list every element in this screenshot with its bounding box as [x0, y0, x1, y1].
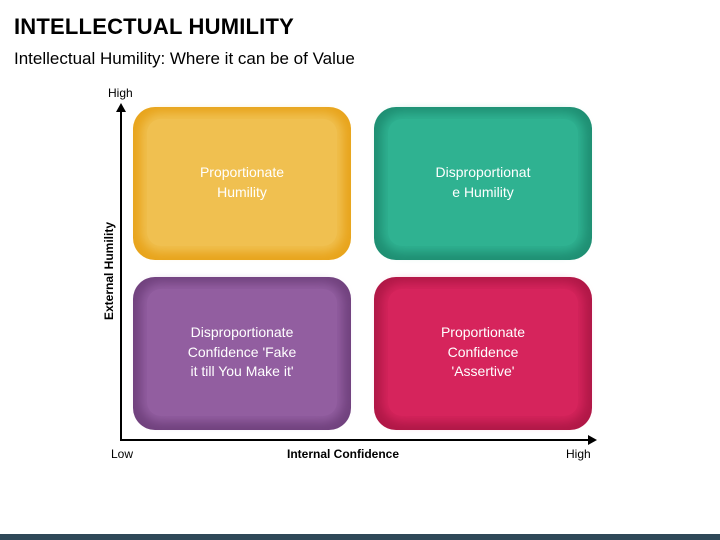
quadrant-label: Proportionate Confidence 'Assertive' — [440, 324, 526, 380]
quadrant-inner-panel: Proportionate Confidence 'Assertive' — [388, 289, 578, 416]
x-axis-arrowhead — [588, 435, 597, 445]
quadrant-label: Disproportionate Confidence 'Fake it til… — [187, 324, 297, 380]
slide-subtitle: Intellectual Humility: Where it can be o… — [14, 49, 355, 68]
quadrant-proportionate-confidence: Proportionate Confidence 'Assertive' — [374, 277, 592, 430]
x-axis-title: Internal Confidence — [287, 447, 400, 461]
quadrant-inner-panel: Proportionate Humility — [147, 119, 337, 246]
y-axis-arrowhead — [116, 103, 126, 112]
y-axis-high-label: High — [108, 86, 133, 100]
x-axis-low-label: Low — [111, 447, 134, 461]
y-axis-title: External Humility — [102, 221, 116, 321]
y-axis-line — [120, 110, 122, 441]
quadrant-inner-panel: Disproportionat e Humility — [388, 119, 578, 246]
slide-title: INTELLECTUAL HUMILITY — [14, 14, 294, 39]
quadrant-disproportionate-humility: Disproportionat e Humility — [374, 107, 592, 260]
quadrant-label: Proportionate Humility — [199, 164, 285, 200]
quadrant-disproportionate-confidence: Disproportionate Confidence 'Fake it til… — [133, 277, 351, 430]
quadrant-proportionate-humility: Proportionate Humility — [133, 107, 351, 260]
quadrant-inner-panel: Disproportionate Confidence 'Fake it til… — [147, 289, 337, 416]
quadrant-label: Disproportionat e Humility — [435, 164, 531, 200]
footer-bar — [0, 534, 720, 540]
x-axis-high-label: High — [566, 447, 591, 461]
x-axis-line — [120, 439, 590, 441]
